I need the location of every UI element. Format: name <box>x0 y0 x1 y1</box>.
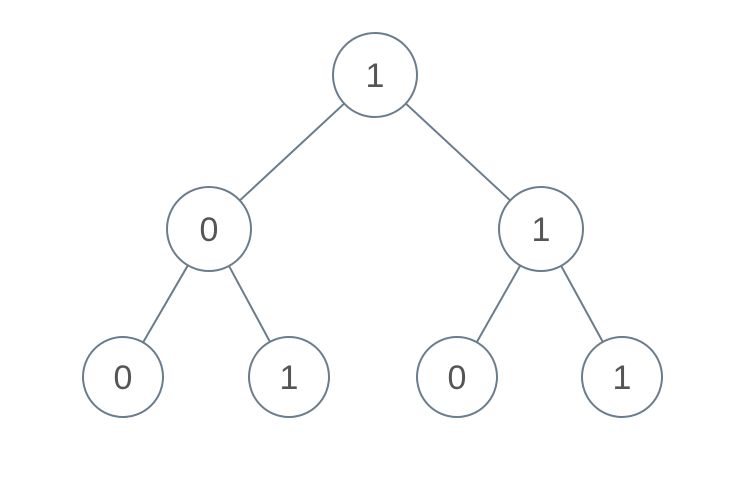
tree-node-root[interactable]: 1 <box>332 32 418 118</box>
tree-node-left-right-circle <box>248 336 330 418</box>
tree-edge-left-to-left-right <box>227 264 271 343</box>
tree-edge-right-to-right-right <box>560 264 604 343</box>
tree-edge-right-to-right-left <box>475 264 522 344</box>
edge-layer <box>142 102 604 344</box>
tree-node-right-right[interactable]: 1 <box>581 336 663 418</box>
tree-node-right-right-label: 1 <box>613 359 632 397</box>
tree-node-right-left-label: 0 <box>448 359 467 397</box>
tree-node-left-label: 0 <box>200 211 219 249</box>
tree-edge-root-to-left <box>238 102 346 202</box>
node-layer: 1 0 1 0 1 0 1 <box>82 32 663 418</box>
tree-node-right-left-circle <box>416 336 498 418</box>
tree-node-right-label: 1 <box>532 211 551 249</box>
tree-node-left-right[interactable]: 1 <box>248 336 330 418</box>
tree-node-root-label: 1 <box>366 57 385 95</box>
tree-node-left-right-label: 1 <box>280 359 299 397</box>
tree-node-right-right-circle <box>581 336 663 418</box>
tree-node-right[interactable]: 1 <box>498 186 584 272</box>
tree-node-right-left[interactable]: 0 <box>416 336 498 418</box>
tree-node-left-circle <box>166 186 252 272</box>
tree-node-left-left-label: 0 <box>114 359 133 397</box>
tree-node-left[interactable]: 0 <box>166 186 252 272</box>
tree-node-root-circle <box>332 32 418 118</box>
tree-edge-root-to-right <box>404 102 512 202</box>
tree-node-right-circle <box>498 186 584 272</box>
tree-node-left-left-circle <box>82 336 164 418</box>
tree-edge-left-to-left-left <box>142 264 189 344</box>
tree-node-left-left[interactable]: 0 <box>82 336 164 418</box>
